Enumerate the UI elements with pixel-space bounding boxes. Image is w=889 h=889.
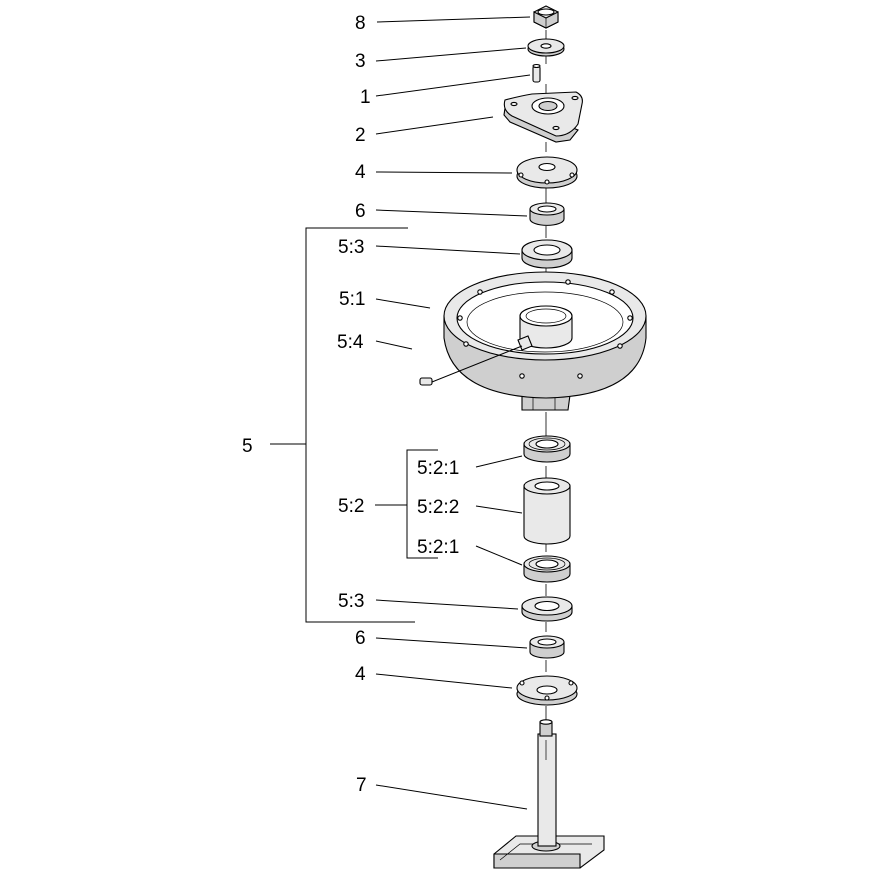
part-5-1-spindle-housing	[419, 271, 647, 411]
callout-5-2: 5:2	[338, 496, 364, 517]
callout-4-bottom: 4	[355, 664, 366, 685]
part-8-hex-nut	[533, 5, 559, 29]
callout-6-bottom: 6	[355, 628, 366, 649]
part-6-spacer-top	[529, 202, 565, 226]
group-bracket-5	[270, 227, 415, 623]
part-1-key-pin	[532, 63, 541, 83]
part-5-2-1-bearing-bottom	[523, 555, 571, 583]
callout-4-top: 4	[355, 162, 366, 183]
callout-5-1: 5:1	[339, 289, 365, 310]
leader-lines	[375, 16, 531, 810]
callout-5-2-2: 5:2:2	[417, 497, 459, 518]
callout-5: 5	[242, 436, 253, 457]
callout-5-3-bottom: 5:3	[338, 591, 364, 612]
part-4-shield-bottom	[516, 675, 578, 706]
part-5-2-2-spacer-tube	[523, 477, 571, 545]
callouts: 8 3 1 2 4 6 5:3 5:1 5:4 5 5:2:1 5:2 5:2:…	[242, 13, 459, 796]
callout-5-4: 5:4	[337, 332, 364, 353]
part-4-shield-top	[516, 156, 578, 189]
part-5-3-seal-bottom	[521, 596, 573, 622]
part-5-2-1-bearing-top	[523, 435, 571, 463]
callout-7: 7	[356, 775, 367, 796]
part-5-3-seal-top	[521, 239, 573, 269]
callout-1: 1	[360, 87, 371, 108]
callout-5-2-1-bottom: 5:2:1	[417, 537, 459, 558]
group-bracket-5-2	[375, 449, 438, 559]
callout-8: 8	[355, 13, 366, 34]
part-6-spacer-bottom	[529, 635, 565, 659]
grease-fitting-icon	[419, 335, 533, 386]
callout-5-3-top: 5:3	[338, 237, 364, 258]
callout-3: 3	[355, 51, 366, 72]
part-7-spindle-shaft	[493, 719, 605, 869]
part-3-washer	[527, 38, 565, 57]
callout-2: 2	[355, 125, 366, 146]
part-2-triangular-flange	[503, 91, 583, 143]
callout-6-top: 6	[355, 201, 366, 222]
callout-5-2-1-top: 5:2:1	[417, 458, 459, 479]
